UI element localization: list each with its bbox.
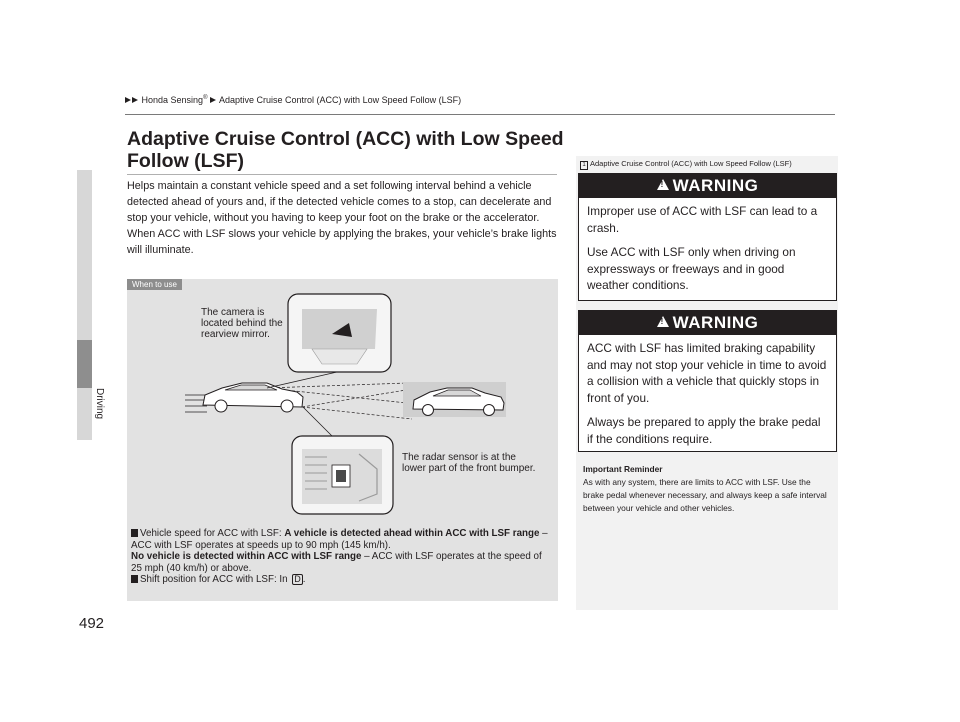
warning-box: WARNING Improper use of ACC with LSF can… xyxy=(578,173,837,301)
warning-header: WARNING xyxy=(579,174,836,198)
note-shift-position: Shift position for ACC with LSF: In D. xyxy=(131,574,551,586)
warning-text: Always be prepared to apply the brake pe… xyxy=(587,415,821,446)
note-vehicle-speed: Vehicle speed for ACC with LSF: A vehicl… xyxy=(131,528,548,551)
camera-inset xyxy=(266,293,392,389)
side-tab xyxy=(77,170,92,440)
breadcrumb-arrow-icon xyxy=(125,97,131,103)
important-reminder: Important Reminder As with any system, t… xyxy=(583,463,833,515)
when-to-use-tab: When to use xyxy=(127,279,182,290)
note-reference-icon: 1 xyxy=(580,161,588,170)
warning-icon xyxy=(656,179,669,190)
breadcrumb-arrow-icon xyxy=(210,97,216,103)
note-no-vehicle: No vehicle is detected within ACC with L… xyxy=(131,551,542,574)
registered-mark: ® xyxy=(203,95,208,101)
square-bullet-icon xyxy=(131,529,138,537)
radar-sensor-icon xyxy=(336,470,346,482)
camera-caption: The camera is located behind the rearvie… xyxy=(201,307,283,340)
header-divider xyxy=(125,114,835,115)
intro-paragraph: Helps maintain a constant vehicle speed … xyxy=(127,180,552,224)
warning-text: Improper use of ACC with LSF can lead to… xyxy=(587,204,818,235)
acc-illustration xyxy=(185,293,506,515)
breadcrumb-item-honda-sensing[interactable]: Honda Sensing xyxy=(141,95,204,105)
side-tab-active-marker[interactable] xyxy=(77,340,92,388)
camera-beam xyxy=(266,382,408,404)
intro-text: Helps maintain a constant vehicle speed … xyxy=(127,178,559,258)
warning-box: WARNING ACC with LSF has limited braking… xyxy=(578,310,837,452)
side-tab-label: Driving xyxy=(94,388,105,420)
drive-position-key: D xyxy=(292,574,303,585)
page-title: Adaptive Cruise Control (ACC) with Low S… xyxy=(127,128,564,172)
square-bullet-icon xyxy=(131,575,138,583)
title-divider xyxy=(127,174,557,175)
breadcrumb-item-acc[interactable]: Adaptive Cruise Control (ACC) with Low S… xyxy=(219,95,462,105)
warning-text: Use ACC with LSF only when driving on ex… xyxy=(587,245,796,292)
intro-paragraph: When ACC with LSF slows your vehicle by … xyxy=(127,228,557,256)
reminder-title: Important Reminder xyxy=(583,464,663,474)
vehicle-ahead-icon xyxy=(412,387,505,416)
radar-caption: The radar sensor is at the lower part of… xyxy=(402,452,536,474)
figure-notes: Vehicle speed for ACC with LSF: A vehicl… xyxy=(131,528,551,586)
page-number: 492 xyxy=(79,615,105,632)
warning-header: WARNING xyxy=(579,311,836,335)
breadcrumb: Honda Sensing® Adaptive Cruise Control (… xyxy=(125,95,461,105)
motion-lines xyxy=(185,394,207,413)
warning-icon xyxy=(656,316,669,327)
radar-beam xyxy=(301,388,413,420)
camera-icon xyxy=(332,323,352,337)
reminder-text: As with any system, there are limits to … xyxy=(583,477,827,513)
own-vehicle-icon xyxy=(202,382,304,413)
radar-inset xyxy=(291,406,394,515)
breadcrumb-arrow-icon xyxy=(132,97,138,103)
warning-text: ACC with LSF has limited braking capabil… xyxy=(587,341,827,405)
